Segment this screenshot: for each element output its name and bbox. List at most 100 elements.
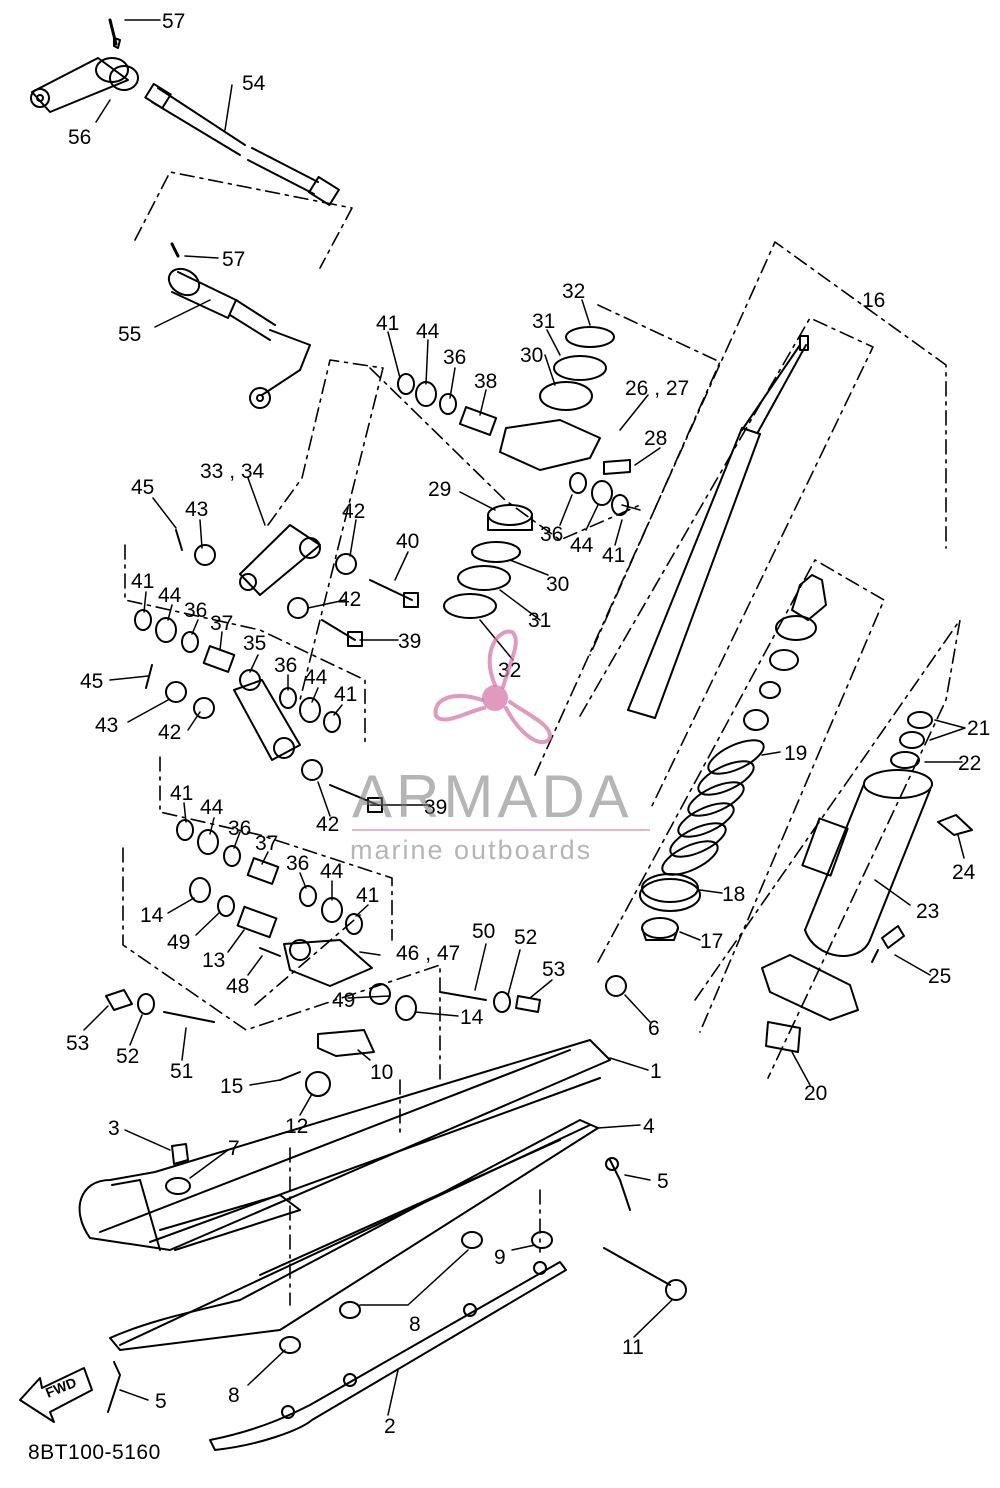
label-56: 56 [68,126,91,149]
label-44: 44 [570,534,594,557]
label-24: 24 [952,861,976,884]
label-3: 3 [108,1117,120,1140]
leader-lines [83,19,966,1416]
label-38: 38 [474,370,497,393]
middle-bushings [134,609,341,761]
fwd-label: FWD [43,1374,79,1401]
label-35: 35 [243,632,266,655]
group-box-arm-upper [267,359,384,701]
label-45: 45 [131,476,154,499]
label-33-34: 33 , 34 [200,460,265,483]
label-8: 8 [228,1384,240,1407]
label-36: 36 [286,852,309,875]
ski-runner-2 [209,1261,567,1451]
bump-stop-set [743,574,827,731]
label-1: 1 [650,1060,662,1083]
label-55: 55 [118,323,141,346]
label-43: 43 [95,714,118,737]
label-49: 49 [167,931,190,954]
part-number-labels: 57 54 56 57 55 16 32 31 30 26 , 27 28 41… [66,10,990,1438]
label-36: 36 [274,654,297,677]
stopper-17 [641,917,679,941]
label-40: 40 [396,530,419,553]
label-17: 17 [700,930,723,953]
label-52: 52 [514,926,537,949]
label-53: 53 [542,958,565,981]
label-49: 49 [332,989,355,1012]
label-57: 57 [222,248,245,271]
label-29: 29 [428,478,451,501]
label-7: 7 [228,1137,240,1160]
label-30: 30 [520,344,543,367]
label-21: 21 [967,717,990,740]
watermark-brand: ARMADA [352,763,633,830]
group-box-arm-left [124,544,366,746]
lower-bushings [176,759,383,935]
label-22: 22 [958,752,981,775]
label-54: 54 [242,72,266,95]
group-outlines [122,171,961,1306]
steering-link-56 [30,18,139,113]
label-36: 36 [443,346,466,369]
group-box-knuckle-bolt [254,914,361,1006]
label-42: 42 [338,588,361,611]
label-41: 41 [356,884,379,907]
label-14: 14 [140,904,164,927]
label-42: 42 [342,500,365,523]
label-39: 39 [398,630,421,653]
label-51: 51 [170,1060,193,1083]
label-43: 43 [185,498,208,521]
label-44: 44 [416,320,440,343]
label-39: 39 [424,796,447,819]
label-42: 42 [316,813,339,836]
tie-rod-54 [144,82,340,206]
group-box-strut [694,619,961,1079]
label-36: 36 [540,523,563,546]
label-30: 30 [546,573,569,596]
label-52: 52 [116,1045,139,1068]
label-44: 44 [158,584,182,607]
label-46-47: 46 , 47 [396,942,460,965]
group-box-damper [579,317,874,811]
label-5: 5 [657,1170,669,1193]
label-36: 36 [228,817,251,840]
label-13: 13 [202,949,225,972]
label-44: 44 [304,666,328,689]
label-41: 41 [170,782,193,805]
label-41: 41 [602,544,625,567]
ski-runner-1 [78,1039,611,1251]
watermark-tagline: marine outboards [350,835,593,865]
label-20: 20 [804,1082,827,1105]
group-box-upper-seal [589,304,721,656]
ski-plate-4 [109,1119,599,1351]
shock-body-23 [761,711,973,1053]
label-28: 28 [644,427,667,450]
label-45: 45 [80,670,103,693]
label-31: 31 [528,609,551,632]
group-box-knuckle [122,847,441,1081]
ski-hardware [107,1143,687,1413]
label-23: 23 [916,900,939,923]
label-48: 48 [226,975,249,998]
label-42: 42 [158,721,181,744]
label-10: 10 [370,1061,393,1084]
spring-seat-18 [639,873,701,912]
arm-33-34 [175,524,419,647]
steering-column-55 [167,242,311,409]
label-31: 31 [532,310,555,333]
label-44: 44 [200,796,224,819]
label-44: 44 [320,860,344,883]
label-57: 57 [162,10,185,33]
label-36: 36 [184,599,207,622]
label-19: 19 [784,742,807,765]
label-25: 25 [928,965,951,988]
label-53: 53 [66,1032,89,1055]
label-50: 50 [472,920,495,943]
diagram-code: 8BT100-5160 [28,1441,161,1464]
label-14: 14 [460,1006,484,1029]
seal-stack [443,326,631,619]
group-box-steering-rod [134,171,353,269]
label-6: 6 [648,1017,660,1040]
label-41: 41 [334,683,357,706]
